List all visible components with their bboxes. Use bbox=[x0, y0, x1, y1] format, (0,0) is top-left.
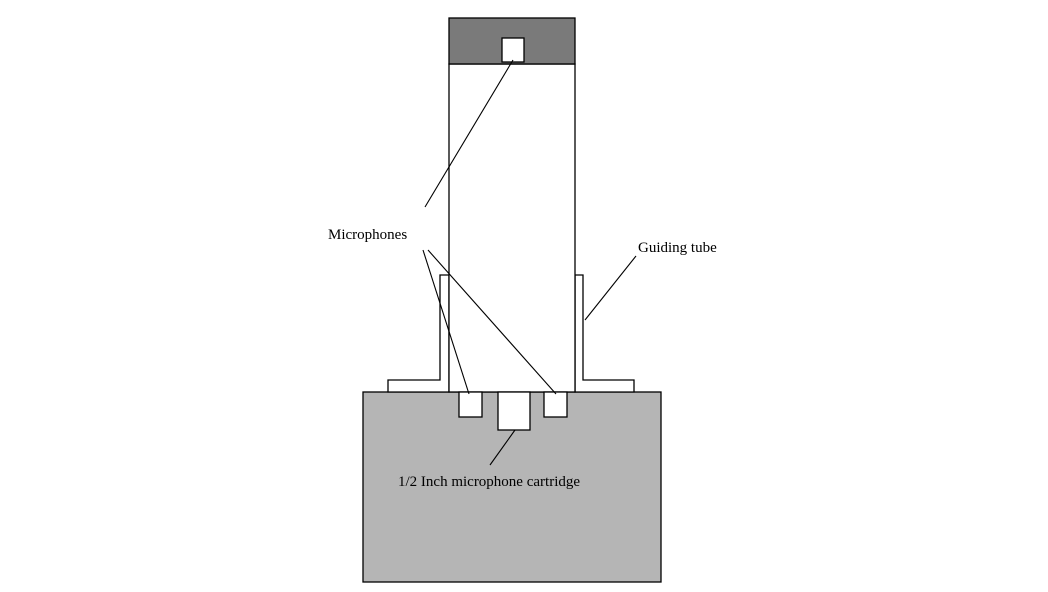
guiding-tube-right bbox=[574, 274, 635, 393]
guiding-tube-left bbox=[387, 274, 450, 393]
leader-microphones-right bbox=[427, 249, 557, 395]
microphone-top bbox=[501, 37, 525, 63]
label-cartridge: 1/2 Inch microphone cartridge bbox=[398, 474, 580, 490]
tube-body bbox=[448, 63, 576, 393]
microphone-bottom-left bbox=[458, 391, 483, 418]
leader-guiding-tube bbox=[584, 255, 637, 321]
label-microphones: Microphones bbox=[328, 227, 407, 243]
leader-microphones-left bbox=[422, 249, 470, 395]
leader-cartridge bbox=[489, 429, 516, 466]
microphone-bottom-right bbox=[543, 391, 568, 418]
microphone-cartridge bbox=[497, 391, 531, 431]
leader-microphones-top bbox=[424, 59, 514, 208]
label-guiding-tube: Guiding tube bbox=[638, 240, 717, 256]
